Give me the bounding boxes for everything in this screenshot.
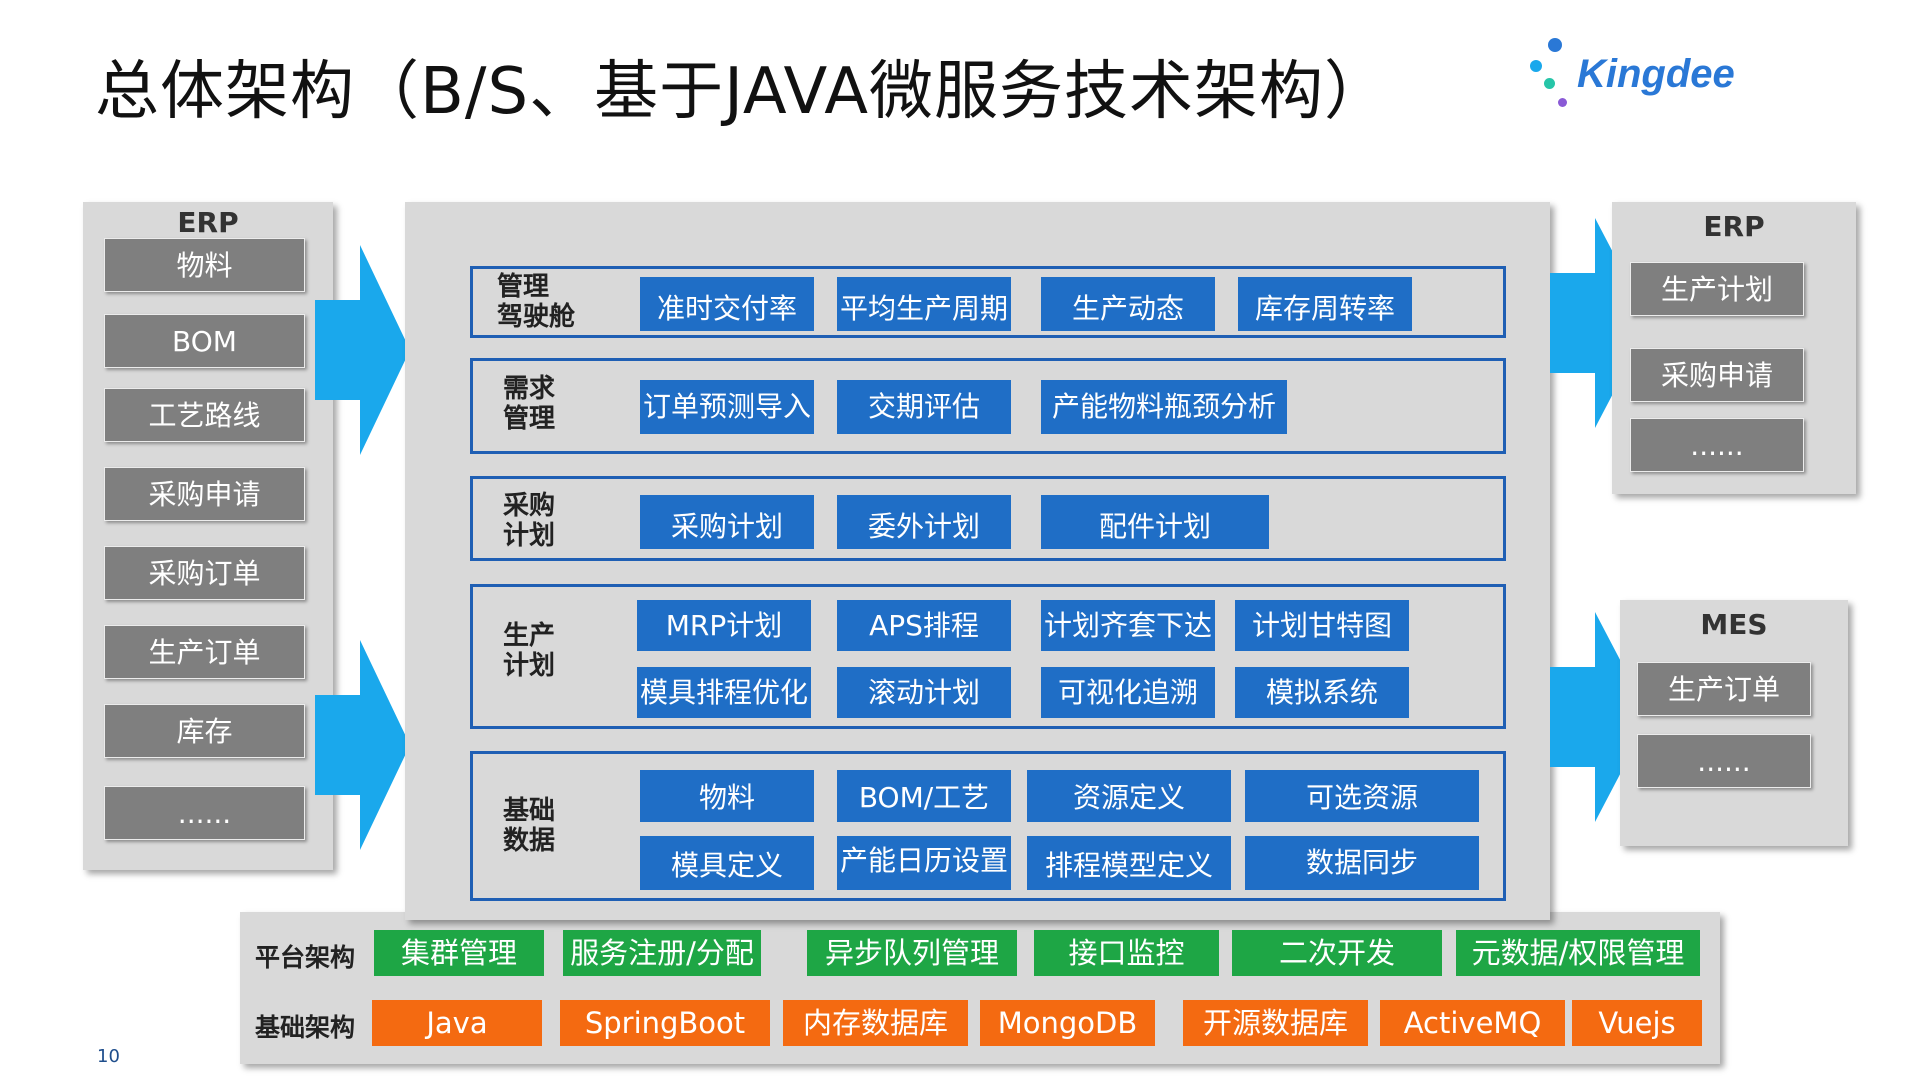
kingdee-logo: Kingdee [1520,38,1750,118]
platform-item: 接口监控 [1034,930,1219,976]
right-mes-panel: MES 生产订单 ...... [1620,600,1848,846]
infrastructure-item: MongoDB [980,1000,1155,1046]
module-row-dashboard: 管理 驾驶舱 准时交付率 平均生产周期 生产动态 库存周转率 [470,266,1506,338]
module-row-demand: 需求 管理 订单预测导入 交期评估 产能物料瓶颈分析 [470,358,1506,454]
module-item: 物料 [640,770,814,822]
left-erp-item: 采购订单 [104,546,305,600]
module-item: 计划齐套下达 [1041,600,1215,651]
infrastructure-item: SpringBoot [560,1000,770,1046]
module-item: 滚动计划 [837,667,1011,718]
module-row-purchase: 采购 计划 采购计划 委外计划 配件计划 [470,476,1506,561]
platform-item: 集群管理 [374,930,544,976]
module-item: 计划甘特图 [1235,600,1409,651]
left-erp-item: 库存 [104,704,305,758]
module-item: 订单预测导入 [640,380,814,434]
right-mes-item: 生产订单 [1637,662,1811,716]
page-number: 10 [97,1046,120,1067]
module-item: 可视化追溯 [1041,667,1215,718]
left-erp-panel: ERP 物料 BOM 工艺路线 采购申请 采购订单 生产订单 库存 ...... [83,202,333,870]
platform-item: 元数据/权限管理 [1456,930,1700,976]
left-erp-item: BOM [104,314,305,368]
module-item: 模具定义 [640,836,814,890]
arrow-right-icon [1550,218,1650,428]
module-item: 采购计划 [640,495,814,549]
module-item: 数据同步 [1245,836,1479,890]
arrow-right-icon [315,640,410,850]
module-item: 平均生产周期 [837,277,1011,331]
module-label: 采购 计划 [503,491,556,551]
module-item: 产能物料瓶颈分析 [1041,380,1287,434]
module-item: 配件计划 [1041,495,1269,549]
module-item: 可选资源 [1245,770,1479,822]
module-item: APS排程 [837,600,1011,651]
right-erp-item: ...... [1630,418,1804,472]
module-label: 管理 驾驶舱 [497,272,576,332]
logo-text: Kingdee [1577,52,1735,96]
right-erp-title: ERP [1703,210,1765,243]
platform-label: 平台架构 [255,943,356,972]
left-erp-item: 生产订单 [104,625,305,679]
module-label: 生产 计划 [503,621,556,681]
module-item: 交期评估 [837,380,1011,434]
platform-item: 异步队列管理 [807,930,1017,976]
left-erp-item: 采购申请 [104,467,305,521]
infrastructure-item: ActiveMQ [1380,1000,1565,1046]
infrastructure-item: Java [372,1000,542,1046]
left-erp-title: ERP [177,206,239,239]
module-item: 模具排程优化 [637,667,811,718]
platform-item: 服务注册/分配 [563,930,761,976]
page-title: 总体架构（B/S、基于JAVA微服务技术架构） [95,55,1389,129]
platform-item: 二次开发 [1232,930,1442,976]
right-mes-item: ...... [1637,734,1811,788]
infrastructure-label: 基础架构 [255,1013,356,1042]
left-erp-item: 工艺路线 [104,388,305,442]
right-erp-item: 采购申请 [1630,348,1804,402]
module-row-production: 生产 计划 MRP计划 APS排程 计划齐套下达 计划甘特图 模具排程优化 滚动… [470,584,1506,729]
module-label: 需求 管理 [503,374,556,434]
module-item: 生产动态 [1041,277,1215,331]
infrastructure-item: 内存数据库 [783,1000,968,1046]
right-mes-title: MES [1700,608,1768,641]
infrastructure-item: Vuejs [1572,1000,1702,1046]
right-erp-panel: ERP 生产计划 采购申请 ...... [1612,202,1856,494]
module-item: BOM/工艺 [837,770,1011,822]
module-row-basedata: 基础 数据 物料 BOM/工艺 资源定义 可选资源 模具定义 产能日历设置 排程… [470,751,1506,901]
module-item: 准时交付率 [640,277,814,331]
module-item: 产能日历设置 [837,836,1011,890]
module-item: 委外计划 [837,495,1011,549]
right-erp-item: 生产计划 [1630,262,1804,316]
module-label: 基础 数据 [503,796,556,856]
left-erp-item: ...... [104,786,305,840]
arrow-right-icon [1550,612,1650,822]
module-item: 模拟系统 [1235,667,1409,718]
arrow-right-icon [315,245,410,455]
module-item: 库存周转率 [1238,277,1412,331]
module-item: 资源定义 [1027,770,1231,822]
module-item: MRP计划 [637,600,811,651]
module-item: 排程模型定义 [1027,836,1231,890]
infrastructure-item: 开源数据库 [1183,1000,1368,1046]
left-erp-item: 物料 [104,238,305,292]
